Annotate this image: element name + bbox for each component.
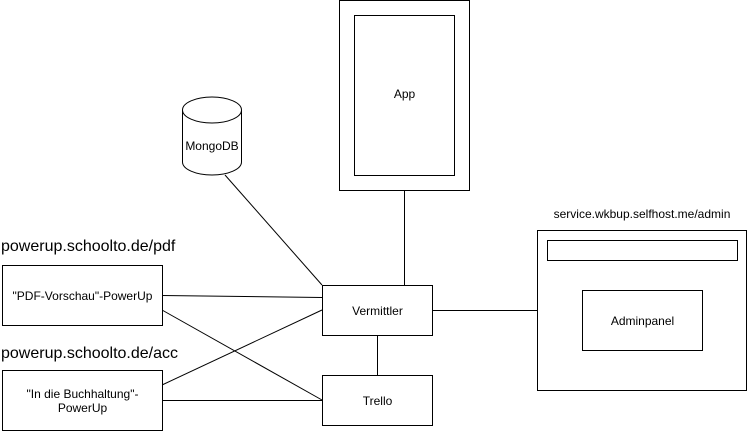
- adminpanel-label: Adminpanel: [610, 313, 675, 328]
- edge-pdf-trello: [161, 309, 323, 401]
- edge-acc-vermittler: [161, 309, 323, 386]
- admin-address-bar: [547, 240, 738, 261]
- acc-powerup-label-line1: "In die Buchhaltung"-: [26, 386, 139, 401]
- mongodb-label: MongoDB: [185, 139, 239, 153]
- trello-label: Trello: [362, 393, 393, 408]
- app-screen: [354, 15, 455, 176]
- vermittler-node[interactable]: Vermittler: [322, 285, 433, 336]
- mongodb-cylinder-icon: [182, 96, 242, 176]
- trello-node[interactable]: Trello: [322, 375, 433, 426]
- adminpanel-node[interactable]: Adminpanel: [582, 290, 703, 351]
- pdf-powerup-label: "PDF-Vorschau"-PowerUp: [12, 288, 153, 303]
- edge-pdf-vermittler: [161, 295, 323, 298]
- admin-url: service.wkbup.selfhost.me/admin: [553, 207, 731, 221]
- pdf-powerup-node[interactable]: "PDF-Vorschau"-PowerUp: [2, 265, 163, 326]
- edge-mongodb-vermittler: [224, 174, 323, 286]
- acc-powerup-url: powerup.schoolto.de/acc: [1, 345, 178, 362]
- acc-powerup-label-line2: PowerUp: [57, 400, 108, 415]
- app-label: App: [393, 87, 416, 101]
- acc-powerup-node[interactable]: "In die Buchhaltung"- PowerUp: [2, 370, 163, 431]
- vermittler-label: Vermittler: [352, 303, 403, 318]
- pdf-powerup-url: powerup.schoolto.de/pdf: [1, 238, 176, 255]
